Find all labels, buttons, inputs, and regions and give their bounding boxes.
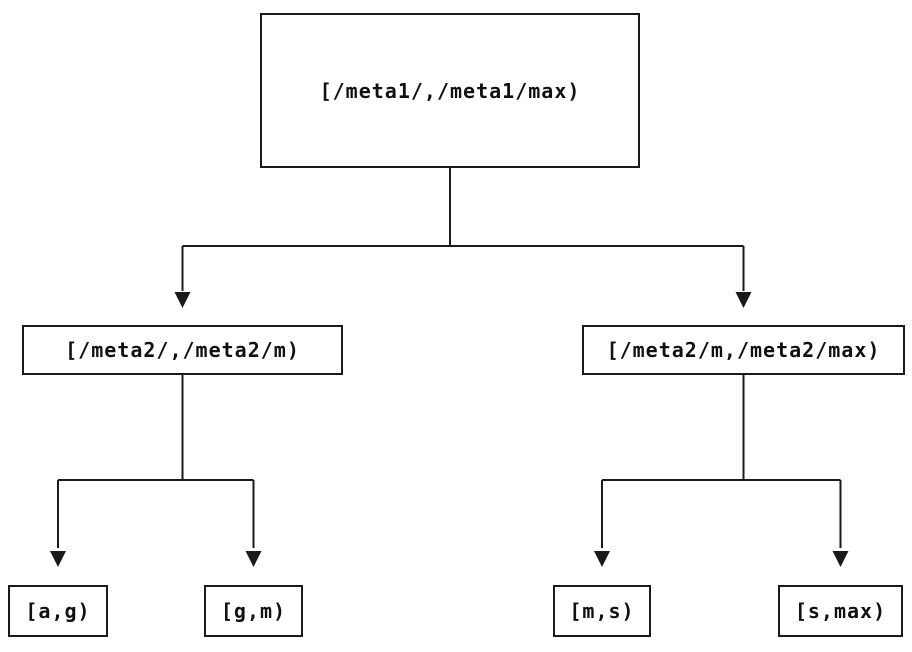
node-leaf-ms: [m,s) bbox=[553, 585, 651, 637]
node-root-label: [/meta1/,/meta1/max) bbox=[319, 78, 581, 103]
node-leaf-smax: [s,max) bbox=[778, 585, 903, 637]
node-leaf-ms-label: [m,s) bbox=[569, 599, 635, 623]
node-right-range: [/meta2/m,/meta2/max) bbox=[582, 325, 905, 375]
node-left-range: [/meta2/,/meta2/m) bbox=[22, 325, 343, 375]
arrowhead-to-leaf-ms bbox=[594, 551, 610, 567]
arrowhead-to-left-node bbox=[174, 292, 191, 308]
node-leaf-ag-label: [a,g) bbox=[25, 599, 91, 623]
node-leaf-gm: [g,m) bbox=[204, 585, 303, 637]
node-leaf-gm-label: [g,m) bbox=[220, 599, 287, 623]
node-leaf-smax-label: [s,max) bbox=[794, 599, 887, 623]
arrowhead-to-right-node bbox=[735, 292, 752, 308]
node-right-label: [/meta2/m,/meta2/max) bbox=[606, 338, 881, 362]
arrowhead-to-leaf-smax bbox=[832, 551, 849, 567]
node-root-range: [/meta1/,/meta1/max) bbox=[260, 13, 640, 168]
edge-root-stem bbox=[181, 168, 745, 291]
edge-left-subtree bbox=[57, 375, 255, 548]
node-left-label: [/meta2/,/meta2/m) bbox=[65, 338, 300, 362]
edge-right-subtree bbox=[601, 375, 842, 548]
arrowhead-to-leaf-ag bbox=[50, 551, 66, 567]
arrowhead-to-leaf-gm bbox=[245, 551, 262, 567]
node-leaf-ag: [a,g) bbox=[8, 585, 108, 637]
